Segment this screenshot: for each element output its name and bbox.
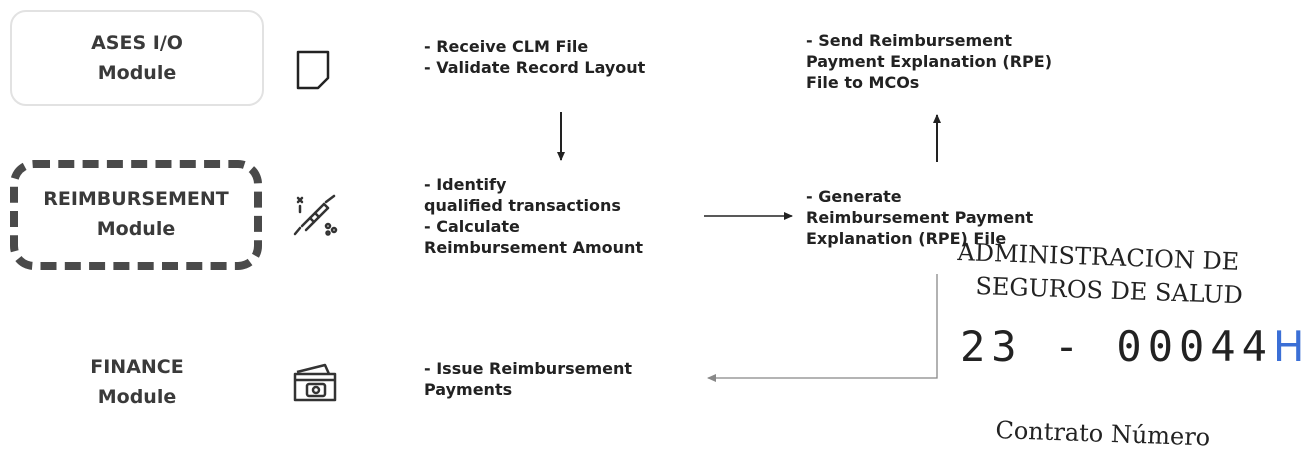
identify-calculate-step: - Identify qualified transactions - Calc… xyxy=(424,175,644,257)
reimbursement-module-box xyxy=(10,160,262,270)
issue-payments-step: - Issue Reimbursement Payments xyxy=(424,359,633,399)
contract-number-suffix: H xyxy=(1272,322,1305,371)
generate-rpe-step: - Generate Reimbursement Payment Explana… xyxy=(806,187,1034,248)
arrow-generate-to-issue xyxy=(707,274,938,382)
finance-module-label: FINANCE Module xyxy=(90,356,184,408)
reimbursement-module-label: REIMBURSEMENT Module xyxy=(43,188,229,240)
wallet-icon xyxy=(291,362,341,409)
ases-io-module-label: ASES I/O Module xyxy=(91,32,183,84)
document-icon xyxy=(294,48,334,97)
receive-validate-step: - Receive CLM File - Validate Record Lay… xyxy=(424,37,646,77)
contract-number: 23 - 00044H xyxy=(960,322,1304,371)
contract-number-digits: 23 - 00044 xyxy=(960,322,1273,371)
send-rpe-step: - Send Reimbursement Payment Explanation… xyxy=(806,31,1053,92)
syringe-icon xyxy=(290,192,340,243)
ases-io-module-box xyxy=(10,10,264,106)
